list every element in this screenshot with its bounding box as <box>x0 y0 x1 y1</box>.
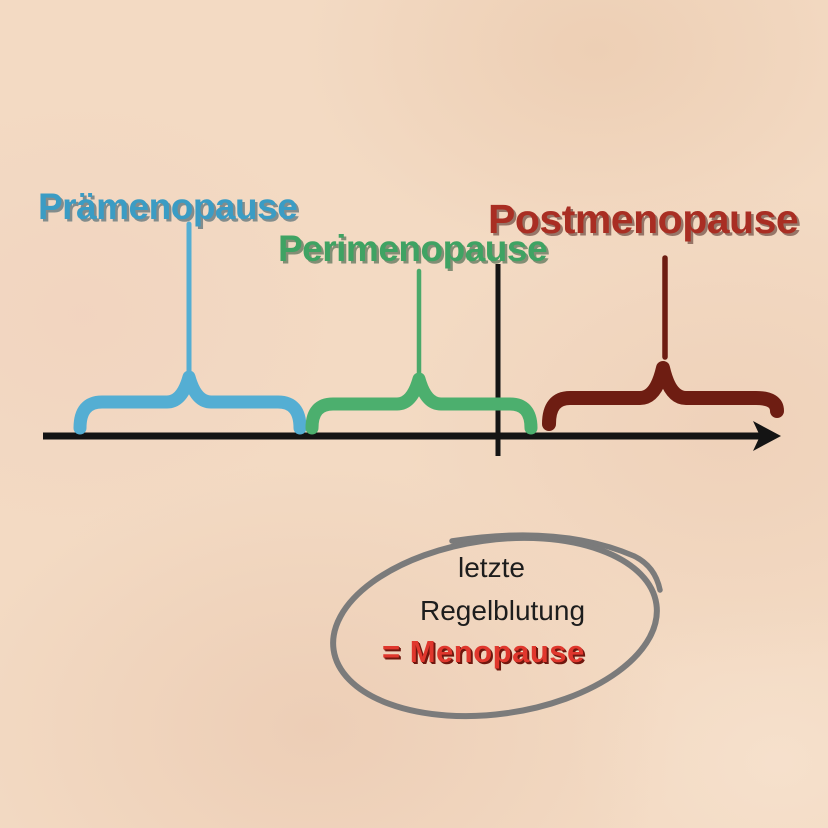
annotation-circle-stroke <box>330 534 660 720</box>
annotation-letzte: letzte <box>458 552 525 583</box>
label-praemenopause: Prämenopause <box>38 186 298 227</box>
label-perimenopause: Perimenopause <box>278 228 548 269</box>
annotation-regelblutung: Regelblutung <box>420 595 586 626</box>
annotation-menopause: = Menopause <box>382 634 585 669</box>
postmenopause-brace <box>542 361 784 431</box>
annotation-circle-overlap-stroke <box>449 532 663 593</box>
time-axis-arrowhead <box>753 421 781 451</box>
perimenopause-brace <box>305 372 538 435</box>
annotation-circle <box>330 534 660 720</box>
praemenopause-brace <box>73 370 307 435</box>
label-postmenopause: Postmenopause <box>488 196 799 242</box>
